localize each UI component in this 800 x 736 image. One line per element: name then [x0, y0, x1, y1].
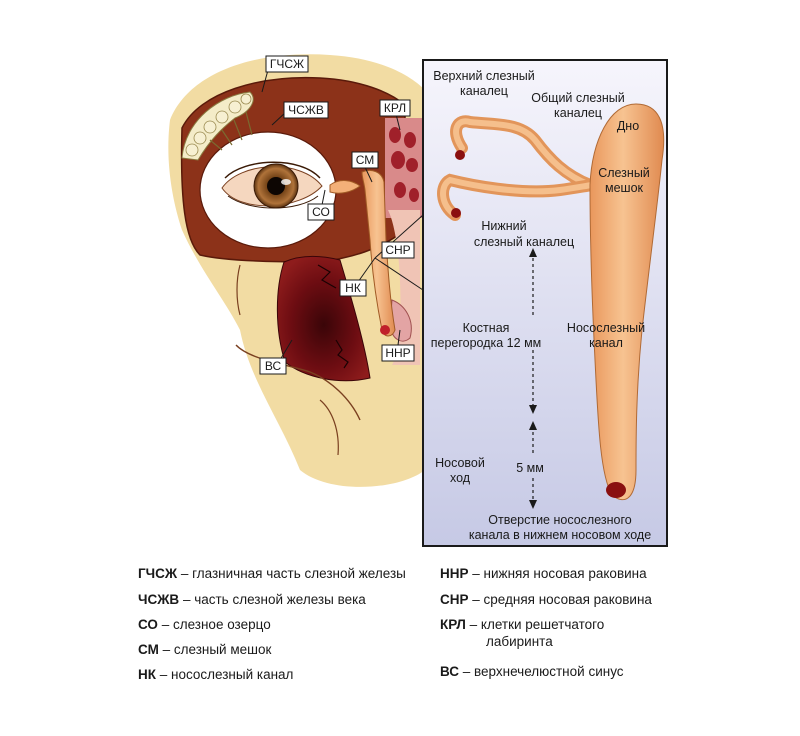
- legend-desc: – клетки решетчатого: [469, 617, 605, 632]
- nose-contour: [236, 264, 241, 316]
- label-snr: СНР: [385, 243, 410, 257]
- fundus-text: Дно: [617, 119, 639, 133]
- detail-texts: Верхний слезный каналец Общий слезный ка…: [431, 69, 651, 542]
- label-chszhv: ЧСЖВ: [288, 103, 324, 117]
- common-canal-text-2: каналец: [554, 106, 602, 120]
- pupil: [267, 177, 285, 195]
- legend-desc: – слезное озерцо: [161, 617, 271, 632]
- eye-highlight: [281, 179, 291, 185]
- legend-abbr: НК: [138, 667, 156, 682]
- duct-text-1: Носослезный: [567, 321, 645, 335]
- legend-desc: – средняя носовая раковина: [472, 592, 652, 607]
- legend-abbr: ЧСЖВ: [138, 592, 180, 607]
- legend-abbr: СО: [138, 617, 158, 632]
- lower-canal-text-2: слезный каналец: [474, 235, 574, 249]
- legend-row: НК – носослезный канал: [138, 667, 293, 684]
- common-canal-text-1: Общий слезный: [531, 91, 624, 105]
- detail-canaliculi: [437, 115, 598, 221]
- legend-desc: – носослезный канал: [159, 667, 294, 682]
- legend-abbr: ГЧСЖ: [138, 566, 178, 581]
- legend-row: лабиринта: [486, 634, 553, 651]
- lacrimal-duct-small: [329, 169, 396, 337]
- legend-desc: – слезный мешок: [162, 642, 272, 657]
- legend-desc: – глазничная часть слезной железы: [180, 566, 406, 581]
- opening-text-2: канала в нижнем носовом ходе: [469, 528, 651, 542]
- label-vs: ВС: [265, 359, 282, 373]
- box-labels: ГЧСЖ ЧСЖВ КРЛ СМ СО СНР НК ННР ВС: [259, 55, 415, 375]
- label-sm: СМ: [356, 153, 375, 167]
- duct-opening: [606, 482, 626, 498]
- sac-text-2: мешок: [605, 181, 644, 195]
- legend-row: СНР – средняя носовая раковина: [440, 592, 652, 609]
- septum-text-1: Костная: [463, 321, 510, 335]
- sac-text-1: Слезный: [598, 166, 650, 180]
- legend-abbr: СМ: [138, 642, 159, 657]
- label-gchszh: ГЧСЖ: [270, 57, 304, 71]
- face-contour: [235, 344, 361, 421]
- duct-text-2: канал: [589, 336, 623, 350]
- five-mm-text: 5 мм: [516, 461, 544, 475]
- legend-abbr: ННР: [440, 566, 469, 581]
- measure-12mm: [529, 248, 537, 414]
- lower-canal-text-1: Нижний: [481, 219, 526, 233]
- upper-canal-text-1: Верхний слезный: [433, 69, 535, 83]
- detail-sac: [589, 103, 665, 501]
- septum-text-2: перегородка 12 мм: [431, 336, 542, 350]
- legend-abbr: КРЛ: [440, 617, 466, 632]
- legend-desc: лабиринта: [486, 634, 553, 649]
- lacrimal-gland: [181, 91, 254, 161]
- jaw-contour: [319, 399, 339, 456]
- nasal-passage-text-2: ход: [450, 471, 471, 485]
- legend-desc: – нижняя носовая раковина: [472, 566, 647, 581]
- legend-abbr: ВС: [440, 664, 459, 679]
- legend-row: ГЧСЖ – глазничная часть слезной железы: [138, 566, 406, 583]
- lower-lashes: [227, 195, 319, 209]
- legend-row: ЧСЖВ – часть слезной железы века: [138, 592, 366, 609]
- sinus-texture-2: [335, 339, 349, 369]
- legend-row: ННР – нижняя носовая раковина: [440, 566, 647, 583]
- legend-row: ВС – верхнечелюстной синус: [440, 664, 624, 681]
- label-so: СО: [312, 205, 330, 219]
- upper-canal-text-2: каналец: [460, 84, 508, 98]
- measure-5mm: [529, 421, 537, 509]
- opening-text-1: Отверстие носослезного: [488, 513, 632, 527]
- ethmoid-cells: [385, 118, 423, 218]
- legend-abbr: СНР: [440, 592, 469, 607]
- upper-lashes: [224, 161, 321, 179]
- sinus-texture: [317, 264, 337, 289]
- legend-desc: – часть слезной железы века: [182, 592, 366, 607]
- legend-row: КРЛ – клетки решетчатого: [440, 617, 604, 634]
- label-krl: КРЛ: [384, 101, 406, 115]
- legend-desc: – верхнечелюстной синус: [462, 664, 624, 679]
- legend-row: СО – слезное озерцо: [138, 617, 271, 634]
- label-nk: НК: [345, 281, 361, 295]
- label-nnr: ННР: [385, 346, 410, 360]
- legend-row: СМ – слезный мешок: [138, 642, 271, 659]
- nasal-passage-text-1: Носовой: [435, 456, 485, 470]
